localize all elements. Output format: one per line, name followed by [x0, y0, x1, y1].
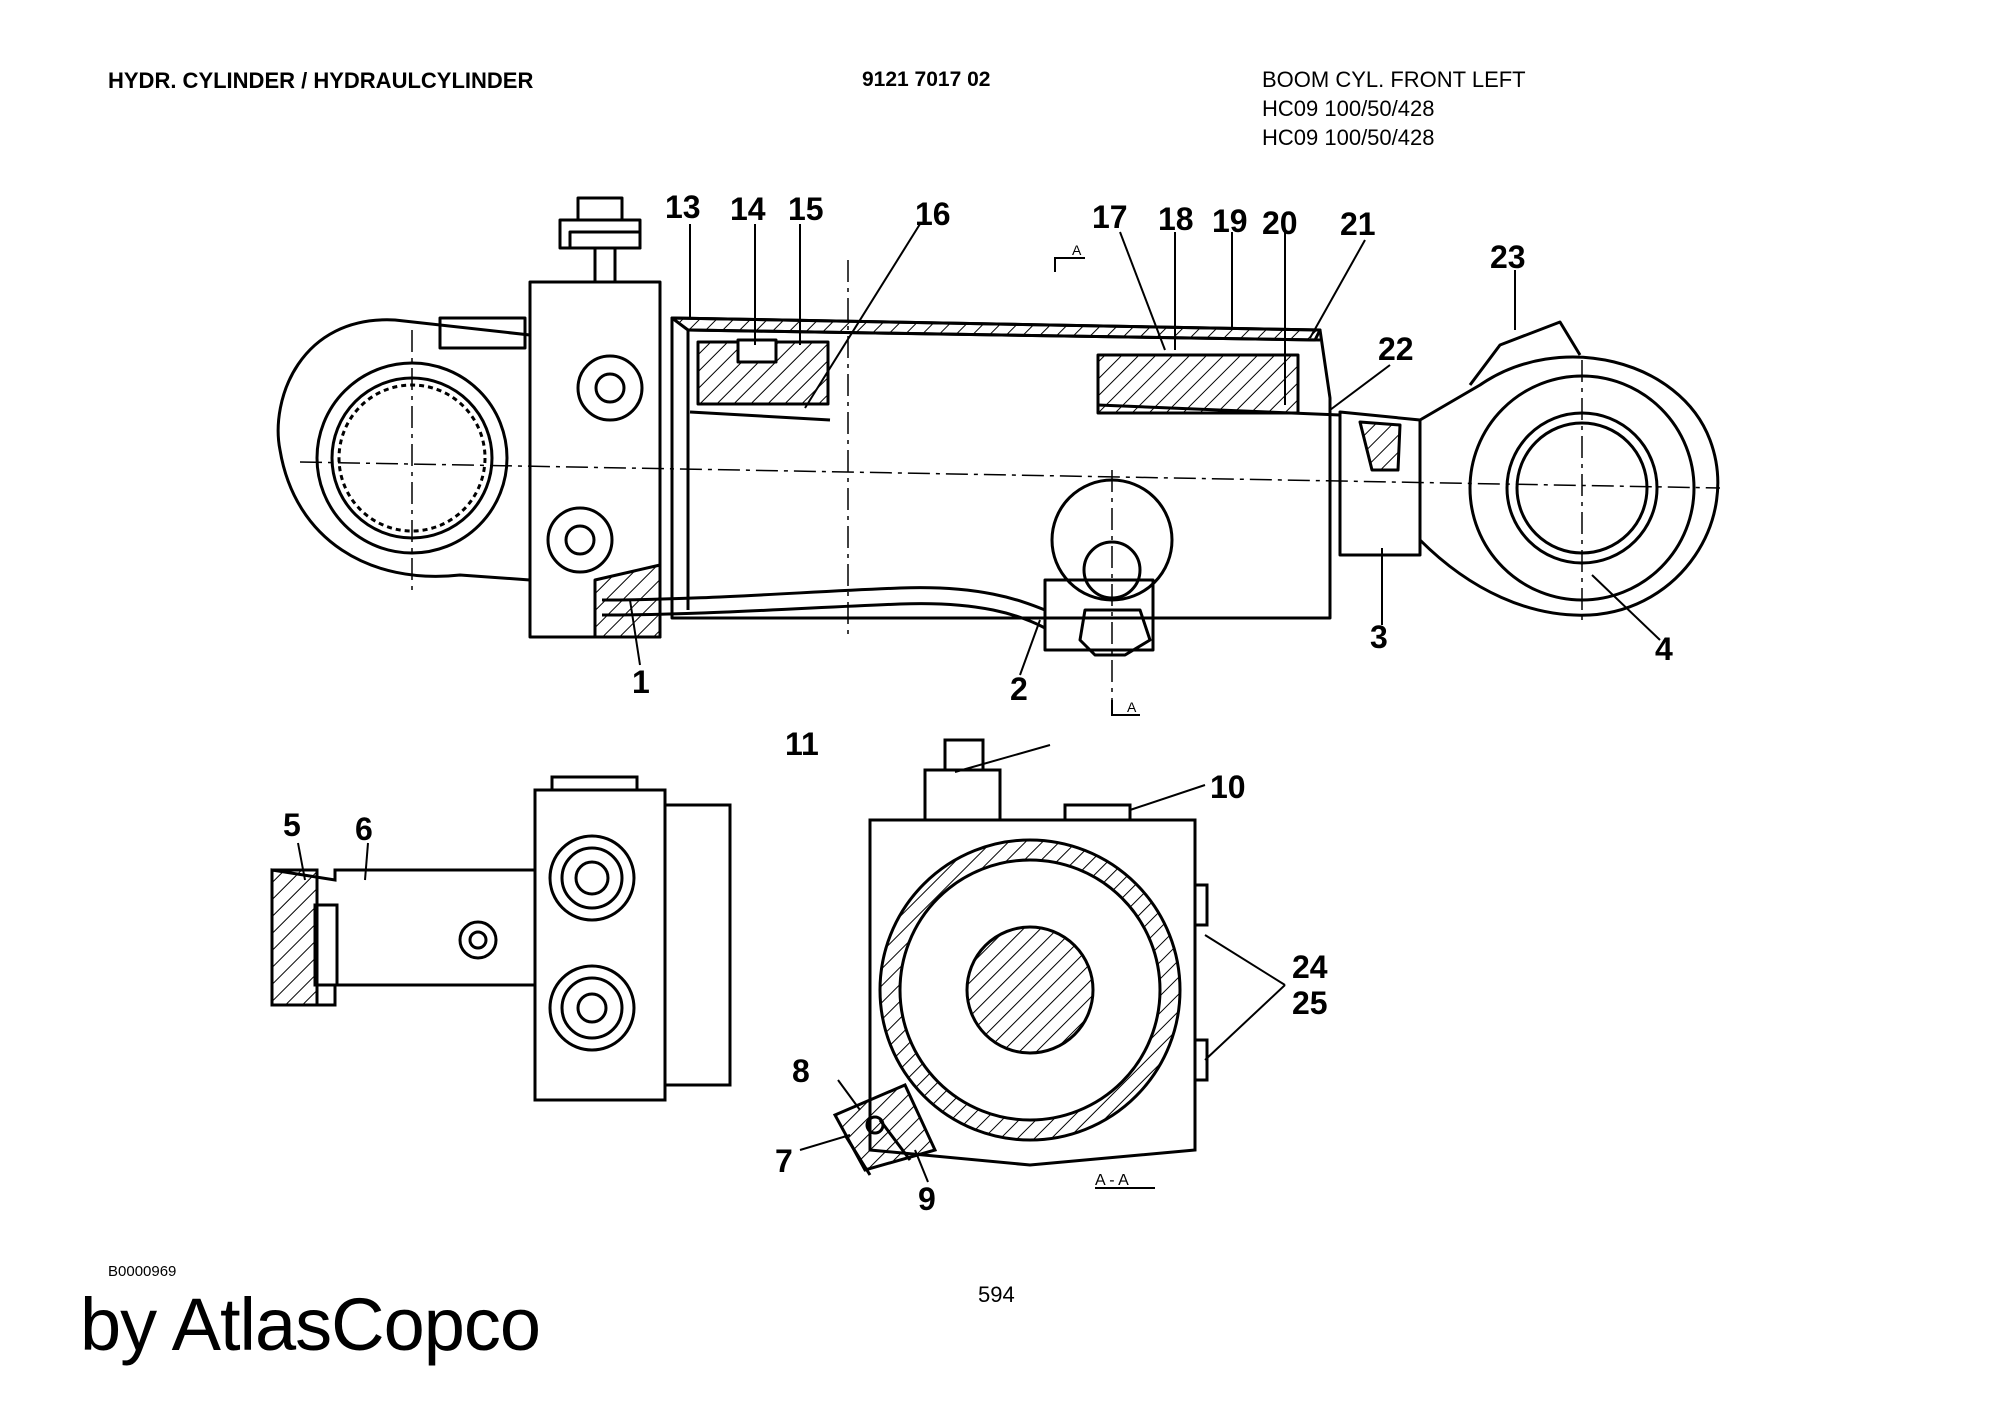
callout-9: 9 [918, 1181, 936, 1217]
section-mark-bottom: A [1127, 699, 1137, 715]
callout-7: 7 [775, 1143, 793, 1179]
section-a-a-view [832, 738, 1209, 1176]
callout-25: 25 [1292, 985, 1328, 1021]
callout-10: 10 [1210, 769, 1246, 805]
callout-2: 2 [1010, 671, 1028, 707]
centerlines [299, 260, 1721, 700]
callout-19: 19 [1212, 203, 1248, 239]
side-view [276, 196, 1720, 657]
callout-20: 20 [1262, 205, 1298, 241]
part-number: 9121 7017 02 [862, 68, 991, 91]
callout-24: 24 [1292, 949, 1328, 985]
callout-11: 11 [785, 726, 819, 762]
callout-16: 16 [915, 196, 951, 232]
callout-21: 21 [1340, 206, 1376, 242]
callout-22: 22 [1378, 331, 1414, 367]
callout-1: 1 [632, 664, 650, 700]
callout-14: 14 [730, 191, 766, 227]
callout-13: 13 [665, 189, 701, 225]
callout-8: 8 [792, 1053, 810, 1089]
page-number: 594 [978, 1282, 1015, 1307]
callout-4: 4 [1655, 631, 1673, 667]
leader-lines [297, 223, 1661, 1183]
description-line-3: HC09 100/50/428 [1262, 125, 1435, 150]
callout-23: 23 [1490, 239, 1526, 275]
callouts: 1 2 3 4 5 6 7 8 9 10 11 13 14 15 16 17 1… [283, 189, 1673, 1217]
description-line-2: HC09 100/50/428 [1262, 96, 1435, 121]
callout-17: 17 [1092, 199, 1128, 235]
callout-6: 6 [355, 811, 373, 847]
document-title: HYDR. CYLINDER / HYDRAULCYLINDER [108, 68, 534, 93]
section-marks [1054, 257, 1140, 716]
end-view [270, 775, 732, 1102]
callout-18: 18 [1158, 201, 1194, 237]
brand-watermark: by AtlasCopco [80, 1283, 541, 1366]
description-block: BOOM CYL. FRONT LEFT HC09 100/50/428 HC0… [1262, 65, 1526, 152]
drawing-reference: B0000969 [108, 1263, 177, 1280]
callout-15: 15 [788, 191, 824, 227]
description-line-1: BOOM CYL. FRONT LEFT [1262, 67, 1526, 92]
section-a-a-label: A - A [1095, 1172, 1129, 1189]
callout-5: 5 [283, 807, 301, 843]
section-mark-top: A [1072, 242, 1082, 258]
callout-3: 3 [1370, 619, 1388, 655]
